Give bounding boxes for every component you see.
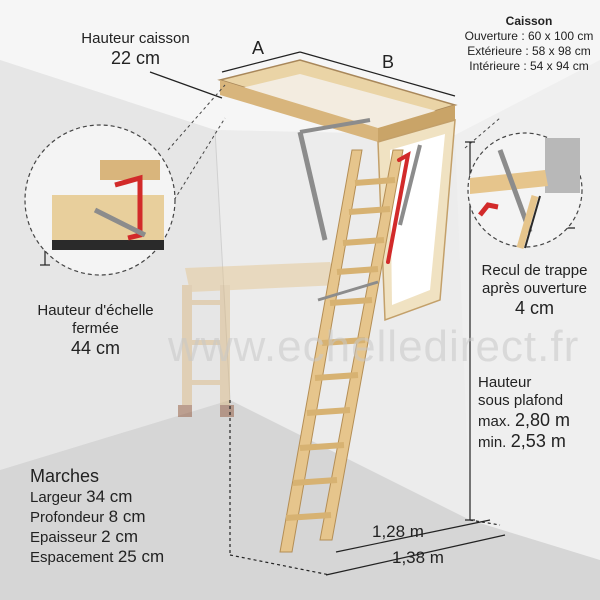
marches-row-label: Espacement [30, 549, 114, 566]
dimension-b-label: B [382, 52, 395, 72]
marches-row: Profondeur 8 cm [30, 507, 200, 527]
marches-row-value: 25 cm [117, 547, 165, 566]
hauteur-plafond-label: Hauteur sous plafond max. 2,80 m min. 2,… [478, 374, 596, 452]
hauteur-plafond-line2: sous plafond [478, 392, 564, 409]
callout-connectors [167, 84, 501, 211]
left-detail-callout [24, 124, 176, 276]
wall-corner-line [214, 129, 231, 401]
left-spring [299, 118, 371, 134]
recul-value: 4 cm [514, 298, 554, 318]
recul-line1: Recul de trappe [481, 262, 588, 279]
hauteur-caisson-value: 22 cm [110, 48, 161, 68]
hauteur-min-label: min. [478, 434, 507, 451]
caisson-exterieure: Extérieure : 58 x 98 cm [467, 44, 591, 58]
hauteur-plafond-line1: Hauteur [478, 374, 532, 391]
caisson-title: Caisson [505, 14, 553, 28]
marches-spec: Marches Largeur 34 cm Profondeur 8 cm Ep… [30, 466, 200, 567]
marches-title: Marches [30, 466, 100, 486]
marches-row: Epaisseur 2 cm [30, 527, 200, 547]
floor-dim-1: 1,28 m [372, 522, 424, 541]
watermark: www.echelledirect.fr [168, 322, 580, 371]
recul-trappe-label: Recul de trappe après ouverture 4 cm [472, 262, 597, 319]
marches-row-label: Profondeur [30, 509, 105, 526]
hauteur-echelle-value: 44 cm [70, 338, 121, 358]
hauteur-echelle-line2: fermée [72, 320, 119, 337]
left-hinge-arm [297, 131, 328, 241]
caisson-ouverture: Ouverture : 60 x 100 cm [464, 29, 594, 43]
hauteur-max-label: max. [478, 413, 511, 430]
caisson-interieure: Intérieure : 54 x 94 cm [469, 59, 589, 73]
recul-line2: après ouverture [481, 280, 588, 297]
hauteur-echelle-label: Hauteur d'échelle fermée 44 cm [8, 302, 183, 359]
mezzanine-ghost [178, 262, 340, 417]
hauteur-max-value: 2,80 m [514, 410, 570, 430]
marches-row-label: Largeur [30, 489, 82, 506]
hauteur-caisson-label: Hauteur caisson 22 cm [78, 30, 193, 69]
hauteur-caisson-text: Hauteur caisson [81, 30, 190, 47]
right-hinge-arm [398, 144, 422, 226]
dimension-lines [40, 51, 575, 576]
floor-dim-2: 1,38 m [392, 548, 444, 567]
marches-row-label: Epaisseur [30, 529, 97, 546]
marches-row-value: 34 cm [86, 487, 133, 506]
caisson-spec: Caisson Ouverture : 60 x 100 cm Extérieu… [460, 14, 598, 74]
dimension-a-label: A [252, 38, 265, 58]
hauteur-echelle-line1: Hauteur d'échelle [37, 302, 154, 319]
hatch-box-side [378, 105, 455, 142]
marches-row-value: 2 cm [101, 527, 138, 546]
hatch-box-inner [225, 74, 440, 132]
hauteur-min-value: 2,53 m [510, 431, 566, 451]
marches-row: Espacement 25 cm [30, 547, 200, 567]
marches-row-value: 8 cm [108, 507, 146, 526]
ladder [279, 149, 411, 553]
marches-row: Largeur 34 cm [30, 487, 200, 507]
right-detail-callout [467, 132, 583, 249]
